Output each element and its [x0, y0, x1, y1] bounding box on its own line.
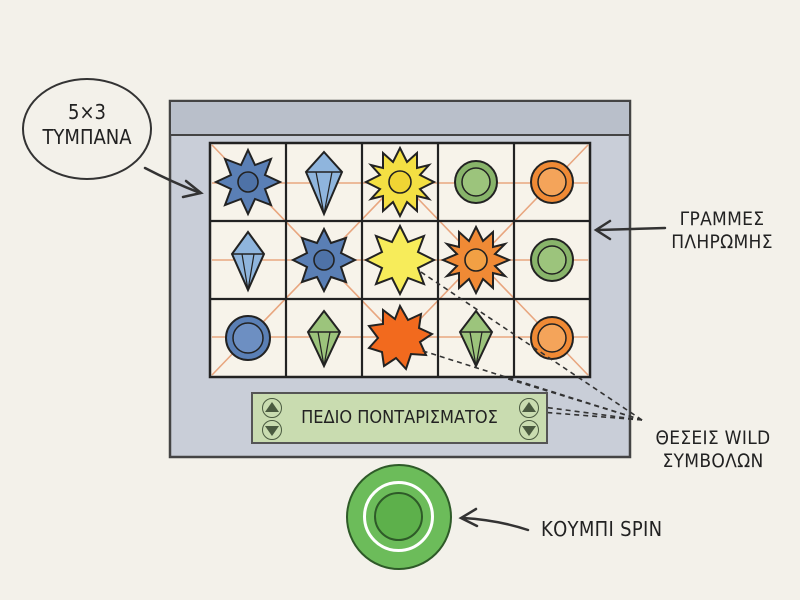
paylines-arrow-icon [596, 226, 667, 232]
star-icon [367, 303, 435, 371]
reel-symbol [530, 160, 574, 204]
bet-panel: ΠΕΔΙΟ ΠΟΝΤΑΡΙΣΜΑΤΟΣ [251, 392, 548, 444]
reel-symbol [454, 160, 498, 204]
spin-button-core [374, 492, 423, 541]
reel-symbol [530, 316, 574, 360]
paylines-label-line-1: ΓΡΑΜΜΕΣ [679, 208, 765, 230]
machine-header [169, 100, 631, 136]
spin-label: ΚΟΥΜΠΙ SPIN [541, 517, 663, 541]
reel-symbol [363, 223, 437, 297]
paylines-label: ΓΡΑΜΜΕΣ ΠΛΗΡΩΜΗΣ [652, 208, 792, 254]
bet-increase-left-button[interactable] [265, 402, 279, 412]
reels-callout-label: 5×3 ΤΥΜΠΑΝΑ [22, 100, 152, 150]
reel-symbol [367, 303, 435, 371]
reel-symbol [304, 150, 344, 217]
annotation-arrows [143, 166, 667, 532]
bet-up-ring-left [262, 398, 282, 418]
bet-down-ring-left [262, 420, 282, 440]
bet-down-ring-right [519, 420, 539, 440]
reel-symbol [363, 145, 437, 219]
bet-increase-right-button[interactable] [522, 402, 536, 412]
spin-arrow-icon [461, 516, 530, 532]
reel-grid-lines [210, 143, 590, 377]
reels-count-label: 5×3 [68, 100, 106, 124]
star-icon [363, 223, 437, 297]
reel-symbol [230, 230, 266, 293]
bet-decrease-right-button[interactable] [522, 426, 536, 436]
spin-button[interactable] [346, 464, 452, 570]
wild-label-line-1: ΘΕΣΕΙΣ WILD [655, 427, 771, 449]
wild-positions-label: ΘΕΣΕΙΣ WILD ΣΥΜΒΟΛΩΝ [638, 427, 788, 473]
reel-symbol [290, 226, 358, 294]
reel-symbol [213, 147, 283, 217]
reel-symbol [306, 309, 342, 369]
reel-symbol [440, 224, 512, 296]
reels-arrow-icon [143, 166, 202, 195]
bet-decrease-left-button[interactable] [265, 426, 279, 436]
reel-symbol [530, 238, 574, 282]
wild-label-line-2: ΣΥΜΒΟΛΩΝ [662, 450, 764, 472]
reels-callout-bubble [22, 78, 152, 180]
spin-button-ring [363, 481, 434, 552]
bet-up-ring-right [519, 398, 539, 418]
reels-name-label: ΤΥΜΠΑΝΑ [42, 125, 132, 149]
reel-symbol [458, 309, 494, 369]
paylines-label-line-2: ΠΛΗΡΩΜΗΣ [671, 231, 773, 253]
bet-field-label: ΠΕΔΙΟ ΠΟΝΤΑΡΙΣΜΑΤΟΣ [301, 407, 498, 428]
reel-symbol [225, 315, 271, 361]
